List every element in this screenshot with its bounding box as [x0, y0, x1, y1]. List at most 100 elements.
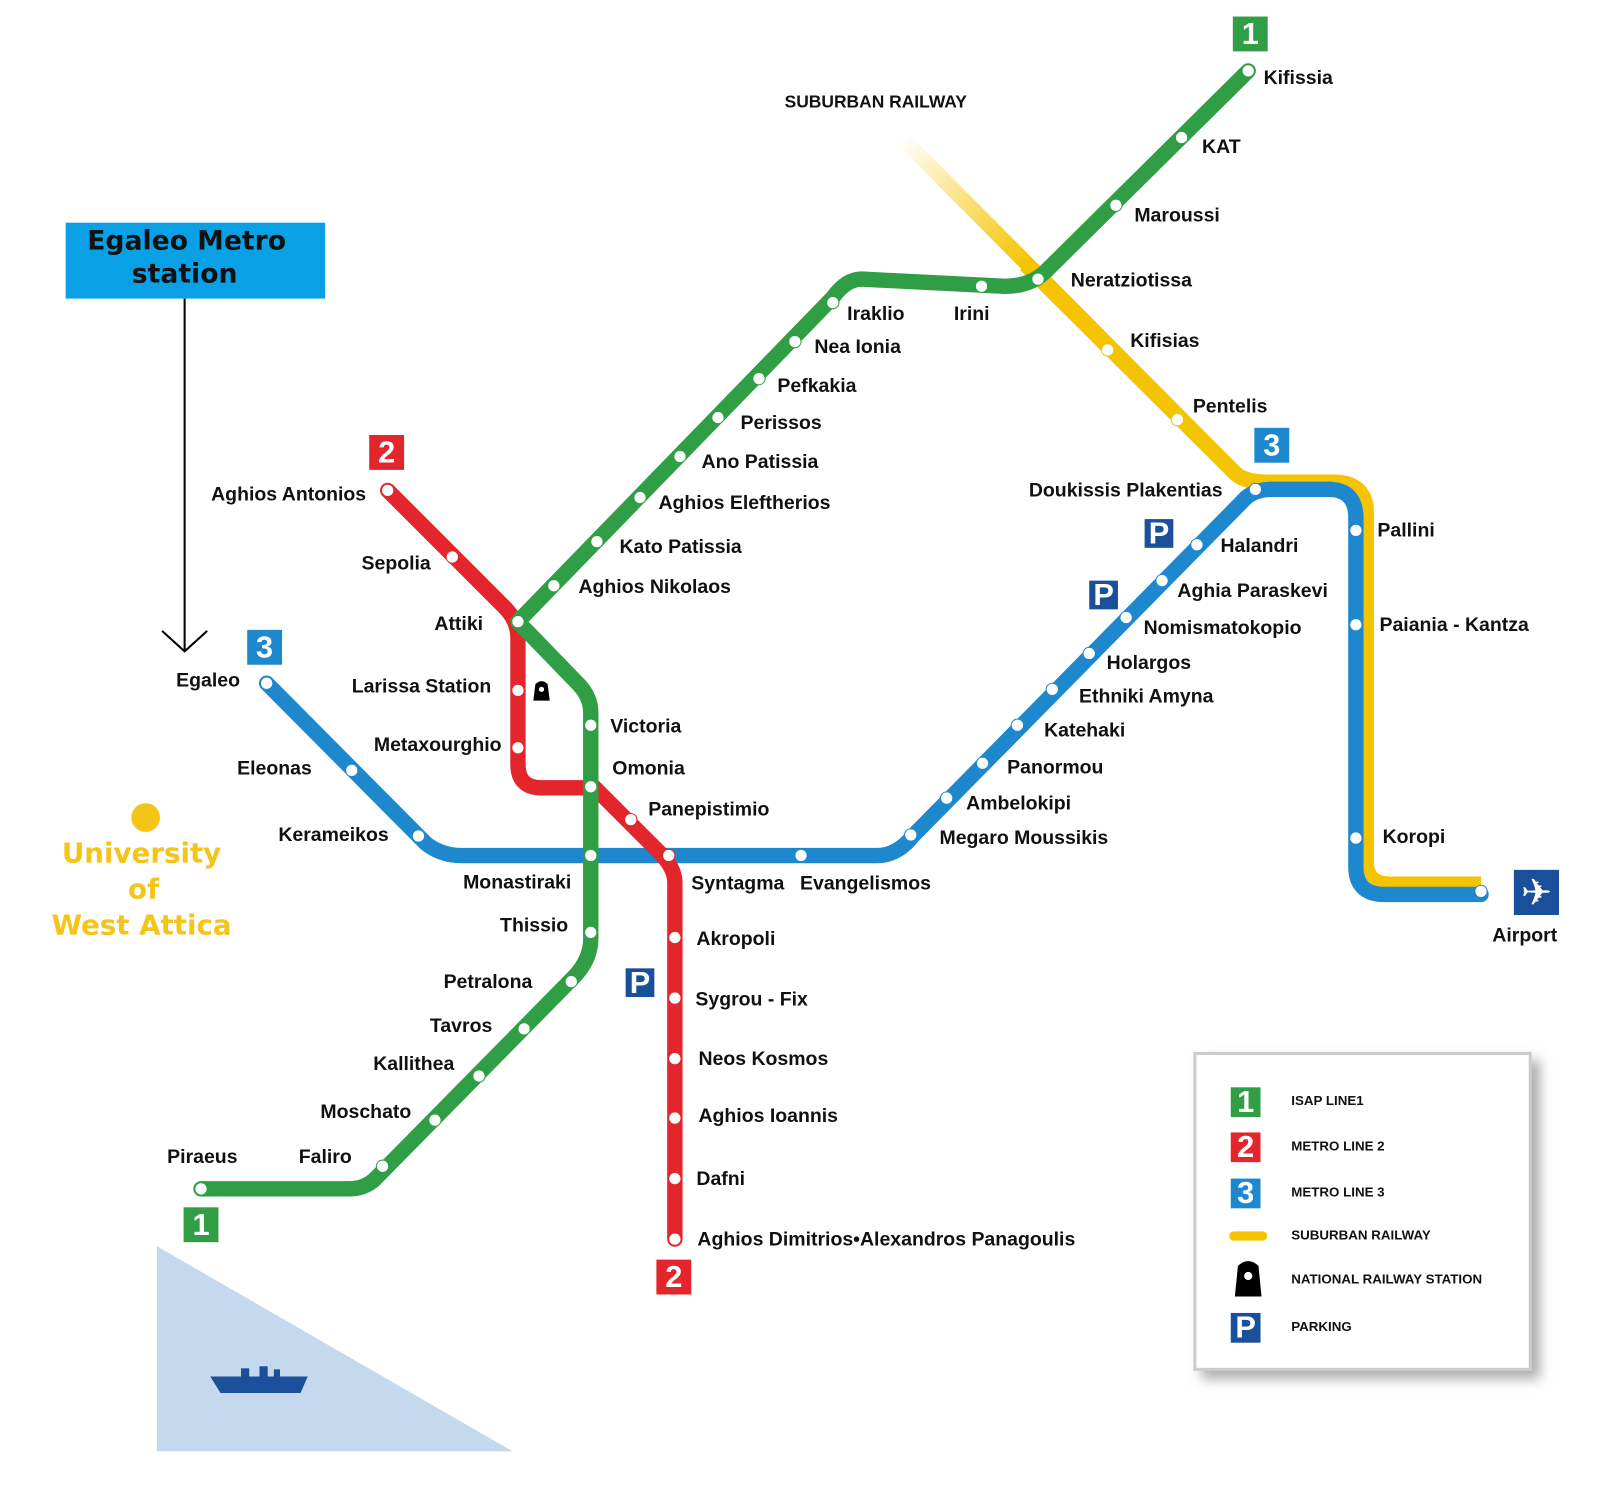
station-label-faliro[interactable]: Faliro	[299, 1146, 352, 1168]
station-dot-monastiraki[interactable]	[584, 848, 598, 863]
station-label-pentelis[interactable]: Pentelis	[1193, 395, 1268, 417]
station-label-evangelismos[interactable]: Evangelismos	[800, 872, 931, 894]
station-label-kifisias[interactable]: Kifisias	[1130, 330, 1199, 352]
station-dot-pentelis[interactable]	[1170, 412, 1185, 427]
line-1-green[interactable]	[193, 63, 1256, 1197]
station-dot-ambelokipi[interactable]	[940, 791, 954, 805]
station-label-nomismatokopio[interactable]: Nomismatokopio	[1144, 617, 1302, 639]
station-label-aghia-paraskevi[interactable]: Aghia Paraskevi	[1177, 580, 1327, 602]
station-label-sygrou-fix[interactable]: Sygrou - Fix	[695, 988, 808, 1010]
station-label-aghios-ioannis[interactable]: Aghios Ioannis	[698, 1105, 838, 1127]
station-label-piraeus[interactable]: Piraeus	[167, 1146, 238, 1168]
station-dot-tavros[interactable]	[517, 1022, 531, 1036]
station-dot-attiki[interactable]	[511, 614, 525, 629]
station-label-attiki[interactable]: Attiki	[434, 613, 483, 635]
station-dot-sygrou-fix[interactable]	[668, 991, 682, 1005]
station-dot-maroussi[interactable]	[1109, 198, 1123, 212]
station-dot-halandri[interactable]	[1190, 538, 1204, 552]
station-label-eleonas[interactable]: Eleonas	[237, 757, 312, 779]
station-label-dafni[interactable]: Dafni	[696, 1168, 745, 1190]
station-dot-panormou[interactable]	[975, 756, 990, 770]
station-dot-larissa-station[interactable]	[511, 683, 525, 698]
station-dot-kallithea[interactable]	[472, 1069, 486, 1083]
station-dot-pefkakia[interactable]	[752, 371, 766, 386]
airport-icon[interactable]: ✈	[1513, 869, 1559, 915]
station-dot-evangelismos[interactable]	[794, 848, 808, 863]
station-dot-victoria[interactable]	[584, 718, 598, 732]
station-label-pallini[interactable]: Pallini	[1377, 520, 1434, 542]
station-label-nea-ionia[interactable]: Nea Ionia	[814, 336, 901, 358]
station-dot-ano-patissia[interactable]	[673, 449, 687, 464]
station-label-aghios-eleftherios[interactable]: Aghios Eleftherios	[658, 492, 830, 514]
station-label-kerameikos[interactable]: Kerameikos	[278, 824, 389, 846]
station-dot-faliro[interactable]	[375, 1159, 390, 1173]
station-label-omonia[interactable]: Omonia	[612, 757, 685, 779]
station-label-ethniki-amyna[interactable]: Ethniki Amyna	[1079, 686, 1214, 708]
station-label-paiania-kantza[interactable]: Paiania - Kantza	[1379, 614, 1528, 636]
station-dot-airport[interactable]	[1474, 884, 1488, 899]
station-label-kallithea[interactable]: Kallithea	[373, 1053, 454, 1075]
station-dot-aghia-paraskevi[interactable]	[1155, 573, 1169, 588]
station-label-aghios-antonios[interactable]: Aghios Antonios	[211, 484, 366, 506]
station-dot-nea-ionia[interactable]	[788, 334, 802, 349]
station-label-irini[interactable]: Irini	[954, 303, 990, 325]
station-label-victoria[interactable]: Victoria	[610, 715, 681, 737]
station-dot-syntagma[interactable]	[662, 848, 676, 863]
station-dot-kerameikos[interactable]	[411, 829, 426, 843]
station-label-larissa-station[interactable]: Larissa Station	[352, 675, 492, 697]
station-dot-omonia[interactable]	[584, 780, 598, 794]
station-dot-sepolia[interactable]	[445, 550, 459, 564]
station-label-koropi[interactable]: Koropi	[1383, 826, 1446, 848]
station-dot-neratziotissa[interactable]	[1031, 272, 1045, 286]
station-dot-petralona[interactable]	[564, 974, 578, 989]
station-dot-moschato[interactable]	[428, 1113, 442, 1127]
station-label-kato-patissia[interactable]: Kato Patissia	[619, 536, 741, 558]
station-label-doukissis-plakentias[interactable]: Doukissis Plakentias	[1029, 480, 1223, 502]
station-dot-doukissis-plakentias[interactable]	[1248, 482, 1263, 497]
station-dot-aghios-ioannis[interactable]	[668, 1111, 682, 1125]
station-dot-koropi[interactable]	[1349, 831, 1363, 845]
station-label-tavros[interactable]: Tavros	[430, 1015, 493, 1037]
station-dot-metaxourghio[interactable]	[511, 741, 525, 755]
station-label-aghios-nikolaos[interactable]: Aghios Nikolaos	[578, 576, 731, 598]
station-label-ambelokipi[interactable]: Ambelokipi	[966, 792, 1071, 814]
station-dot-piraeus[interactable]	[194, 1182, 208, 1196]
station-dot-kifisias[interactable]	[1101, 343, 1115, 357]
station-label-moschato[interactable]: Moschato	[320, 1101, 411, 1123]
station-label-airport[interactable]: Airport	[1492, 925, 1557, 947]
station-dot-holargos[interactable]	[1082, 646, 1096, 661]
station-dot-aghios-nikolaos[interactable]	[547, 579, 561, 593]
station-label-metaxourghio[interactable]: Metaxourghio	[374, 734, 502, 756]
station-dot-kat[interactable]	[1174, 130, 1189, 145]
station-label-thissio[interactable]: Thissio	[500, 914, 568, 936]
station-dot-eleonas[interactable]	[345, 763, 359, 778]
station-label-iraklio[interactable]: Iraklio	[847, 303, 904, 325]
station-dot-kifissia[interactable]	[1241, 64, 1255, 78]
station-label-panepistimio[interactable]: Panepistimio	[648, 799, 769, 821]
station-label-petralona[interactable]: Petralona	[444, 971, 533, 993]
station-dot-panepistimio[interactable]	[624, 812, 638, 827]
station-label-megaro-moussikis[interactable]: Megaro Moussikis	[939, 827, 1108, 849]
station-label-sepolia[interactable]: Sepolia	[362, 552, 431, 574]
station-label-ano-patissia[interactable]: Ano Patissia	[702, 451, 819, 473]
station-dot-aghios-eleftherios[interactable]	[633, 490, 647, 505]
station-dot-iraklio[interactable]	[826, 296, 840, 310]
station-label-neos-kosmos[interactable]: Neos Kosmos	[698, 1048, 828, 1070]
station-dot-paiania-kantza[interactable]	[1349, 618, 1363, 632]
station-dot-ethniki-amyna[interactable]	[1045, 682, 1059, 697]
station-dot-neos-kosmos[interactable]	[668, 1051, 682, 1066]
station-dot-aghios-dimitrios-alexandros-panagoulis[interactable]	[668, 1232, 682, 1246]
station-dot-egaleo[interactable]	[259, 676, 274, 690]
station-label-syntagma[interactable]: Syntagma	[691, 872, 784, 894]
station-dot-pallini[interactable]	[1349, 523, 1363, 538]
station-label-maroussi[interactable]: Maroussi	[1134, 205, 1219, 227]
station-label-aghios-dimitrios-alexandros-panagoulis[interactable]: Aghios Dimitrios•Alexandros Panagoulis	[697, 1228, 1075, 1250]
station-label-egaleo[interactable]: Egaleo	[176, 669, 240, 691]
station-label-halandri[interactable]: Halandri	[1221, 535, 1299, 557]
station-dot-akropoli[interactable]	[668, 930, 682, 945]
station-dot-katehaki[interactable]	[1010, 718, 1025, 732]
station-dot-irini[interactable]	[974, 279, 989, 293]
station-label-akropoli[interactable]: Akropoli	[696, 928, 775, 950]
station-dot-kato-patissia[interactable]	[590, 534, 604, 549]
station-dot-nomismatokopio[interactable]	[1119, 610, 1133, 625]
